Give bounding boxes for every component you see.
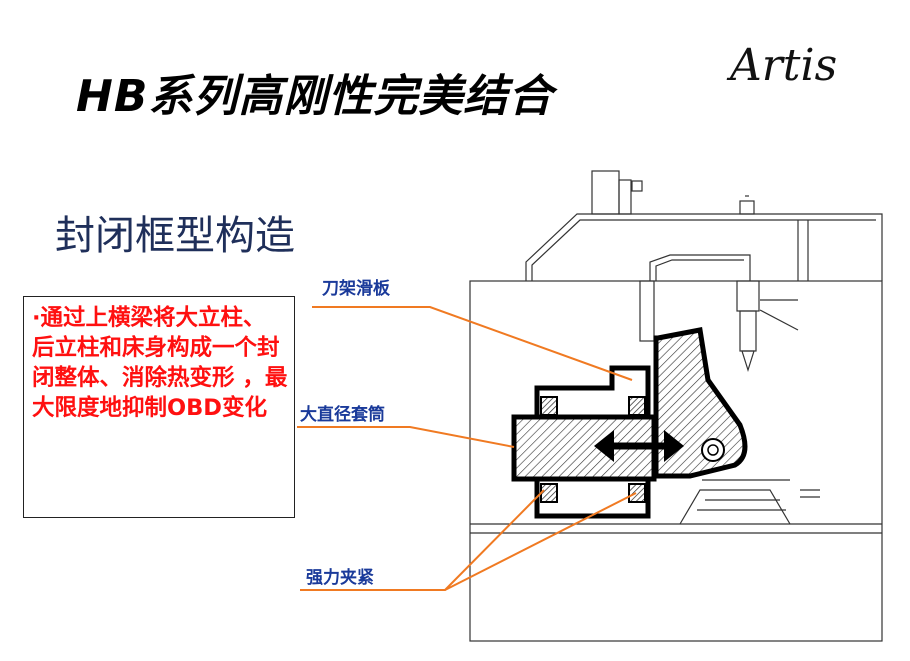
artis-logo: Artis [730, 40, 838, 91]
description-text: ·通过上横梁将大立柱、后立柱和床身构成一个封闭整体、消除热变形 ，最大限度地抑制… [32, 305, 288, 421]
label-strong-clamp: 强力夹紧 [306, 568, 374, 588]
label-large-sleeve: 大直径套筒 [300, 405, 385, 425]
slide-title: HB系列高刚性完美结合 [76, 71, 554, 122]
slide-subtitle: 封闭框型构造 [55, 213, 295, 259]
clamp-blocks [540, 396, 646, 503]
description-box: ·通过上横梁将大立柱、后立柱和床身构成一个封闭整体、消除热变形 ，最大限度地抑制… [23, 296, 295, 518]
machine-frame [469, 170, 883, 642]
label-tool-slide: 刀架滑板 [322, 279, 390, 299]
double-arrow-icon [594, 430, 684, 462]
tool-slide-arm [653, 327, 748, 479]
leader-lines [297, 306, 637, 591]
